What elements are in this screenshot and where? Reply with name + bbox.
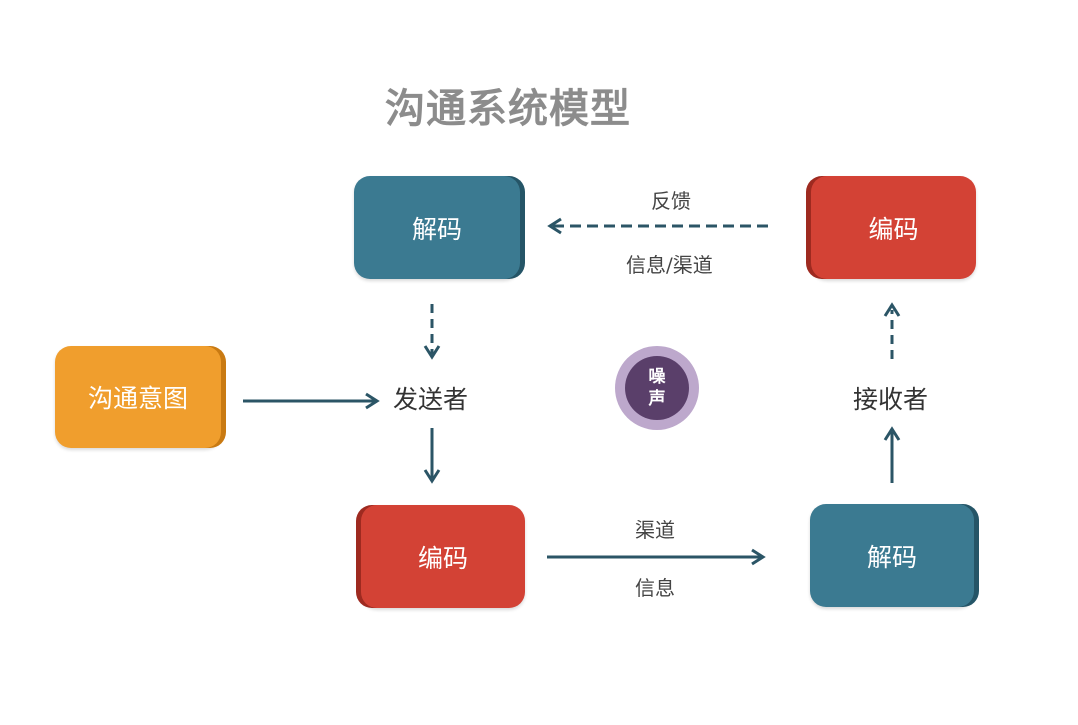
decode-box-bottom-right: 解码	[810, 504, 974, 607]
arrow-decode-to-sender	[423, 304, 441, 360]
noise-circle-inner: 噪 声	[625, 356, 689, 420]
arrow-feedback	[547, 217, 768, 235]
diagram-title: 沟通系统模型	[385, 86, 631, 132]
channel-label: 渠道	[635, 518, 675, 542]
decode-box-top-left-label: 解码	[411, 214, 462, 244]
noise-circle: 噪 声	[615, 346, 699, 430]
encode-box-top-right: 编码	[811, 176, 976, 279]
feedback-channel-label: 信息/渠道	[626, 253, 713, 277]
arrow-intent-to-sender	[243, 392, 380, 410]
decode-box-bottom-right-label: 解码	[866, 542, 917, 572]
noise-text-line1: 噪	[648, 367, 666, 387]
arrow-channel	[547, 548, 766, 566]
intent-box-label: 沟通意图	[87, 384, 188, 413]
intent-box: 沟通意图	[55, 346, 221, 448]
sender-label: 发送者	[393, 385, 469, 414]
encode-box-top-right-label: 编码	[868, 214, 919, 244]
arrow-sender-to-encode	[423, 428, 441, 484]
arrow-decode-to-receiver	[883, 426, 901, 483]
arrow-receiver-to-encode	[883, 302, 901, 359]
feedback-label: 反馈	[651, 189, 691, 213]
encode-box-bottom-left: 编码	[361, 505, 525, 608]
noise-text-line2: 声	[648, 389, 666, 409]
receiver-label: 接收者	[853, 385, 929, 414]
decode-box-top-left: 解码	[354, 176, 520, 279]
encode-box-bottom-left-label: 编码	[417, 543, 468, 573]
message-label: 信息	[635, 576, 675, 600]
